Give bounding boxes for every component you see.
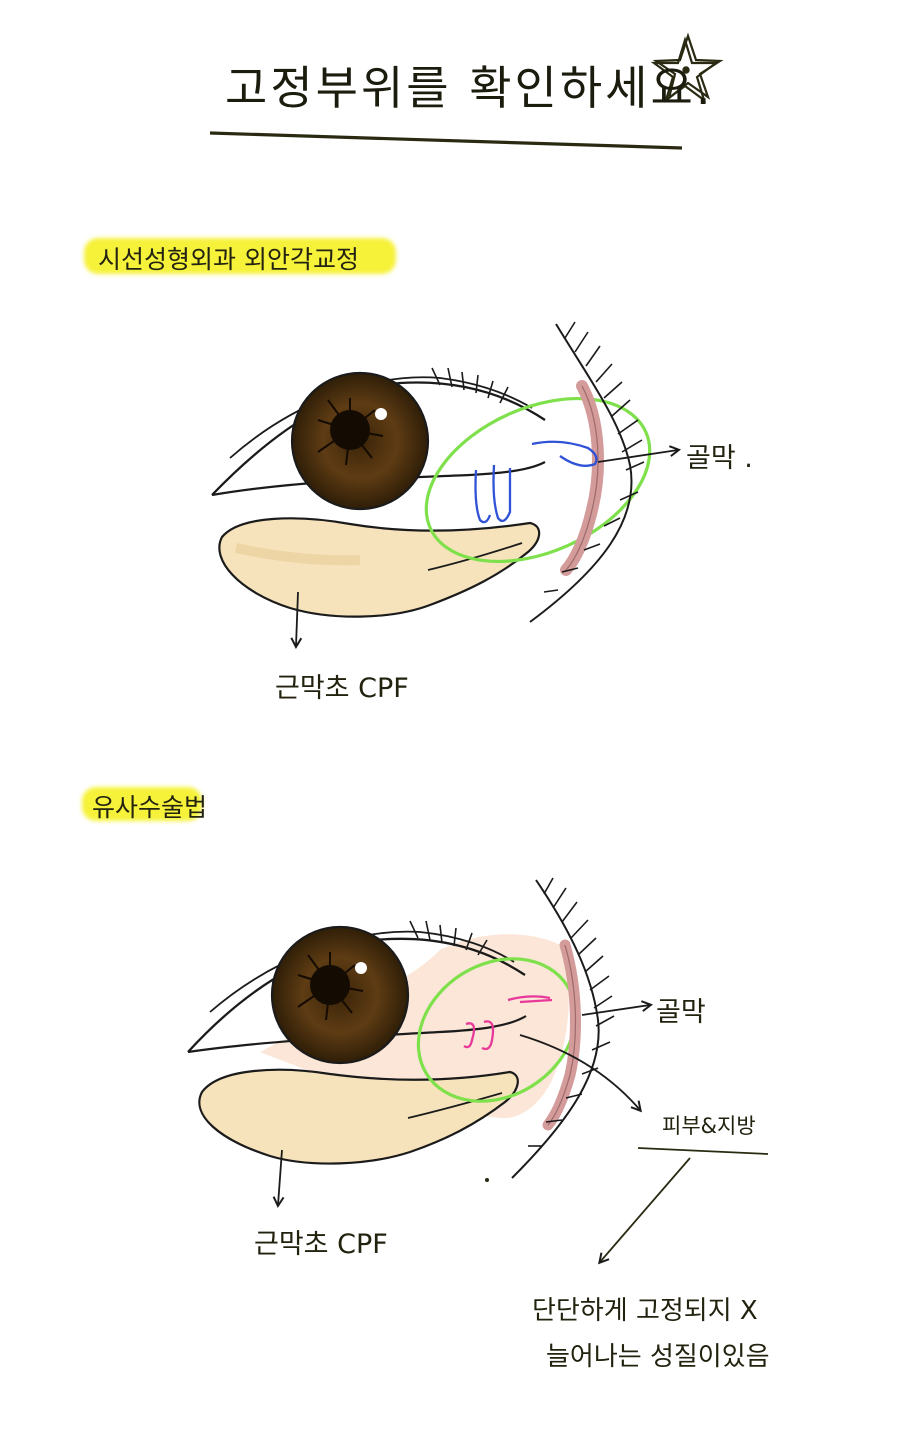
arrow-fascia-1 [597,450,678,463]
lower-eyelid-1 [211,461,546,497]
heading-highlight-2 [82,787,202,821]
fixation-circle-2 [416,957,578,1103]
arrow-fat [519,1034,640,1110]
label-fascia-1: 골막 . [686,443,753,474]
fixation-marks-1 [474,440,598,524]
note-line-1: 단단하게 고정되지 X [532,1296,758,1326]
label-fascia-2: 골막 [656,997,706,1028]
arrow-cpf-2 [278,1149,282,1205]
skin-fat-region [260,934,569,1119]
eye-diagram-1 [211,321,678,646]
arrow-fascia-2 [581,1005,650,1016]
page-title: 고정부위를 확인하세요. [225,61,714,115]
label-cpf-2: 근막초 CPF [254,1229,388,1260]
label-cpf-1: 근막초 CPF [275,673,409,704]
section-heading-2: 유사수술법 [92,793,208,822]
eye-diagram-2 [187,877,769,1262]
fixation-circle-1 [424,396,652,564]
arrow-note [600,1157,691,1262]
arrow-cpf-1 [296,591,298,646]
fat-label-underline [637,1147,769,1155]
fixation-marks-2 [463,995,553,1051]
section-heading-1: 시선성형외과 외안각교정 [98,245,359,274]
heading-highlight-1 [84,238,396,274]
title-underline [209,131,683,150]
star-doodle-icon [650,32,724,103]
cpf-shape-1 [218,517,541,618]
lower-eyelid-2 [187,1015,527,1054]
note-line-2: 늘어나는 성질이있음 [546,1342,770,1372]
label-skin-fat: 피부&지방 [662,1114,756,1138]
cpf-shape-2 [198,1068,519,1165]
